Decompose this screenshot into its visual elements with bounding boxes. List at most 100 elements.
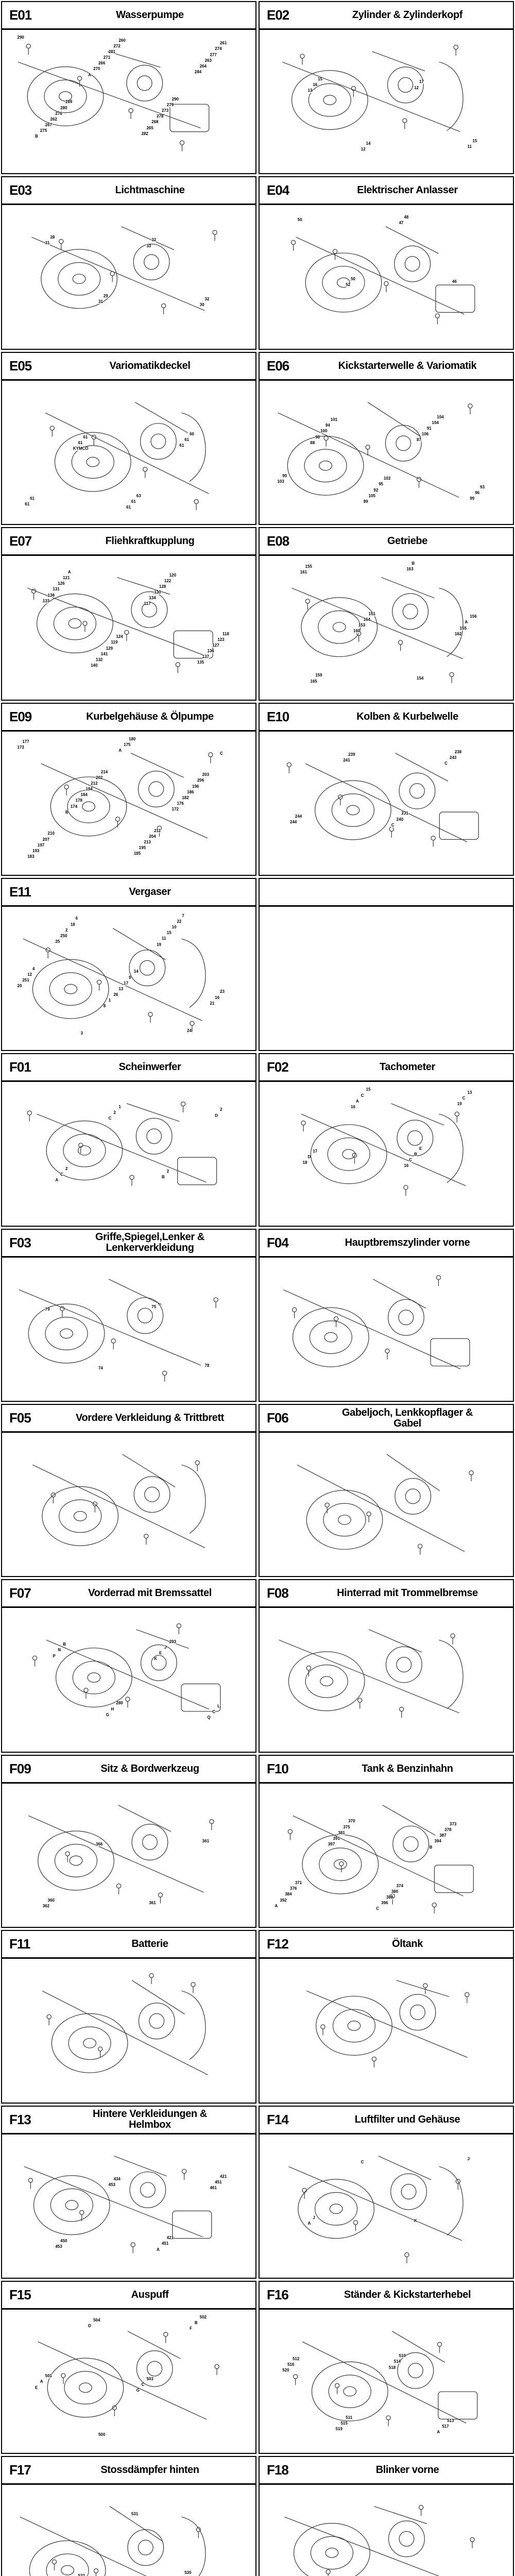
part-callout: 154 bbox=[417, 676, 424, 681]
cell-code: F13 bbox=[9, 2111, 31, 2127]
diagram-linework bbox=[278, 402, 473, 498]
part-callout: 24 bbox=[187, 1028, 192, 1033]
cell-title: Batterie bbox=[131, 1938, 168, 1950]
cell-header: F15 Auspuff bbox=[2, 2282, 255, 2310]
part-callout: 61 bbox=[179, 443, 184, 448]
diagram-linework bbox=[290, 226, 475, 325]
catalog-cell-F03: F03 Griffe,Spiegel,Lenker & Lenkerverkle… bbox=[1, 1228, 256, 1402]
part-callout: P bbox=[53, 1653, 56, 1658]
part-callout: 194 bbox=[85, 787, 93, 792]
part-callout: 138 bbox=[47, 592, 55, 598]
part-callout: 388 bbox=[386, 1895, 393, 1900]
part-callout: 102 bbox=[384, 476, 391, 481]
part-callout: 177 bbox=[22, 739, 29, 744]
cell-title: Stossdämpfer hinten bbox=[100, 2464, 199, 2476]
cell-code: F10 bbox=[267, 1760, 289, 1776]
part-callout: 392 bbox=[280, 1897, 287, 1903]
cell-code: F07 bbox=[9, 1585, 31, 1601]
part-callout: 197 bbox=[37, 842, 45, 848]
part-callout: 119 bbox=[111, 640, 118, 645]
cell-title: Hauptbremszylinder vorne bbox=[345, 1236, 470, 1248]
part-callout: 29 bbox=[103, 293, 108, 298]
part-callout: 532 bbox=[78, 2574, 85, 2576]
part-callout: 381 bbox=[338, 1830, 345, 1835]
part-callout: C bbox=[141, 2382, 145, 2387]
part-callout: 126 bbox=[58, 581, 65, 586]
part-callout: 175 bbox=[124, 742, 131, 747]
cell-header bbox=[260, 879, 513, 907]
part-callout: A bbox=[355, 1098, 359, 1104]
part-callout: 122 bbox=[164, 578, 171, 583]
part-callout: 95 bbox=[379, 482, 384, 487]
part-callout: 202 bbox=[96, 775, 103, 780]
part-callout: 2 bbox=[65, 927, 68, 933]
cell-header: F10 Tank & Benzinhahn bbox=[260, 1756, 513, 1784]
part-callout: G bbox=[106, 1712, 109, 1717]
diagram-linework bbox=[286, 752, 479, 846]
part-callout: 373 bbox=[450, 1822, 457, 1827]
part-callout: 366 bbox=[96, 1842, 103, 1846]
part-callout: 504 bbox=[93, 2317, 100, 2323]
part-callout: 282 bbox=[141, 131, 148, 136]
diagram-linework bbox=[20, 2506, 206, 2576]
part-callout: 451 bbox=[161, 2241, 169, 2246]
part-callout: 103 bbox=[277, 479, 284, 484]
part-callout: 280 bbox=[60, 105, 67, 110]
diagram-linework bbox=[42, 1973, 208, 2076]
part-callout: 376 bbox=[290, 1886, 297, 1891]
cell-code: F02 bbox=[267, 1059, 289, 1075]
part-callout: 93 bbox=[480, 484, 485, 489]
part-callout: B bbox=[194, 2320, 198, 2326]
part-callout: 361 bbox=[202, 1839, 210, 1844]
part-callout: 276 bbox=[55, 111, 62, 116]
part-callout: 262 bbox=[50, 116, 57, 122]
diagram-linework bbox=[41, 752, 213, 838]
part-callout: 12 bbox=[360, 147, 366, 152]
part-callout: 195 bbox=[139, 845, 146, 851]
cell-header: F05 Vordere Verkleidung & Trittbrett bbox=[2, 1405, 255, 1433]
part-callout: 13 bbox=[307, 88, 313, 93]
part-callout: 22 bbox=[177, 919, 182, 924]
catalog-cell-F04: F04 Hauptbremszylinder vorne bbox=[259, 1228, 514, 1402]
cell-header: E11 Vergaser bbox=[2, 879, 255, 907]
cell-code: F08 bbox=[267, 1585, 289, 1601]
part-callout: 164 bbox=[363, 617, 371, 622]
part-callout: 98 bbox=[315, 434, 320, 439]
part-callout: F bbox=[190, 2326, 192, 2331]
part-callout: 15 bbox=[366, 1087, 371, 1092]
part-callout: 244 bbox=[295, 814, 302, 819]
part-callout: N bbox=[58, 1648, 61, 1653]
part-callout: 10 bbox=[171, 925, 177, 930]
part-callout: K bbox=[414, 2218, 417, 2223]
part-callout: 16 bbox=[215, 995, 220, 1000]
part-callout: 517 bbox=[442, 2424, 449, 2429]
exploded-parts-diagram bbox=[260, 1608, 513, 1752]
cell-header: F01 Scheinwerfer bbox=[2, 1054, 255, 1082]
cell-title: Öltank bbox=[392, 1938, 423, 1950]
part-callout: 1 bbox=[108, 998, 111, 1003]
part-callout: C bbox=[108, 1116, 112, 1121]
part-callout: 186 bbox=[187, 789, 194, 794]
part-callout: D bbox=[215, 1113, 218, 1118]
part-callout: 380 bbox=[391, 1889, 399, 1894]
part-callout: 7 bbox=[182, 913, 184, 918]
cell-header: E04 Elektrischer Anlasser bbox=[260, 177, 513, 206]
part-callout: 130 bbox=[154, 589, 161, 595]
diagram-linework bbox=[282, 44, 464, 132]
part-callout: 15 bbox=[472, 138, 477, 143]
cell-code: F03 bbox=[9, 1234, 31, 1250]
part-callout: 391 bbox=[333, 1836, 340, 1841]
part-callout: A bbox=[67, 569, 71, 574]
diagram-linework bbox=[279, 1629, 464, 1718]
part-callout: 18 bbox=[70, 922, 75, 927]
part-callout: D bbox=[88, 2323, 92, 2328]
exploded-parts-diagram bbox=[260, 1433, 513, 1577]
part-callout: K bbox=[154, 1656, 157, 1662]
part-callout: 140 bbox=[91, 663, 98, 668]
part-callout: 180 bbox=[129, 736, 136, 741]
part-callout: E bbox=[419, 1146, 422, 1151]
